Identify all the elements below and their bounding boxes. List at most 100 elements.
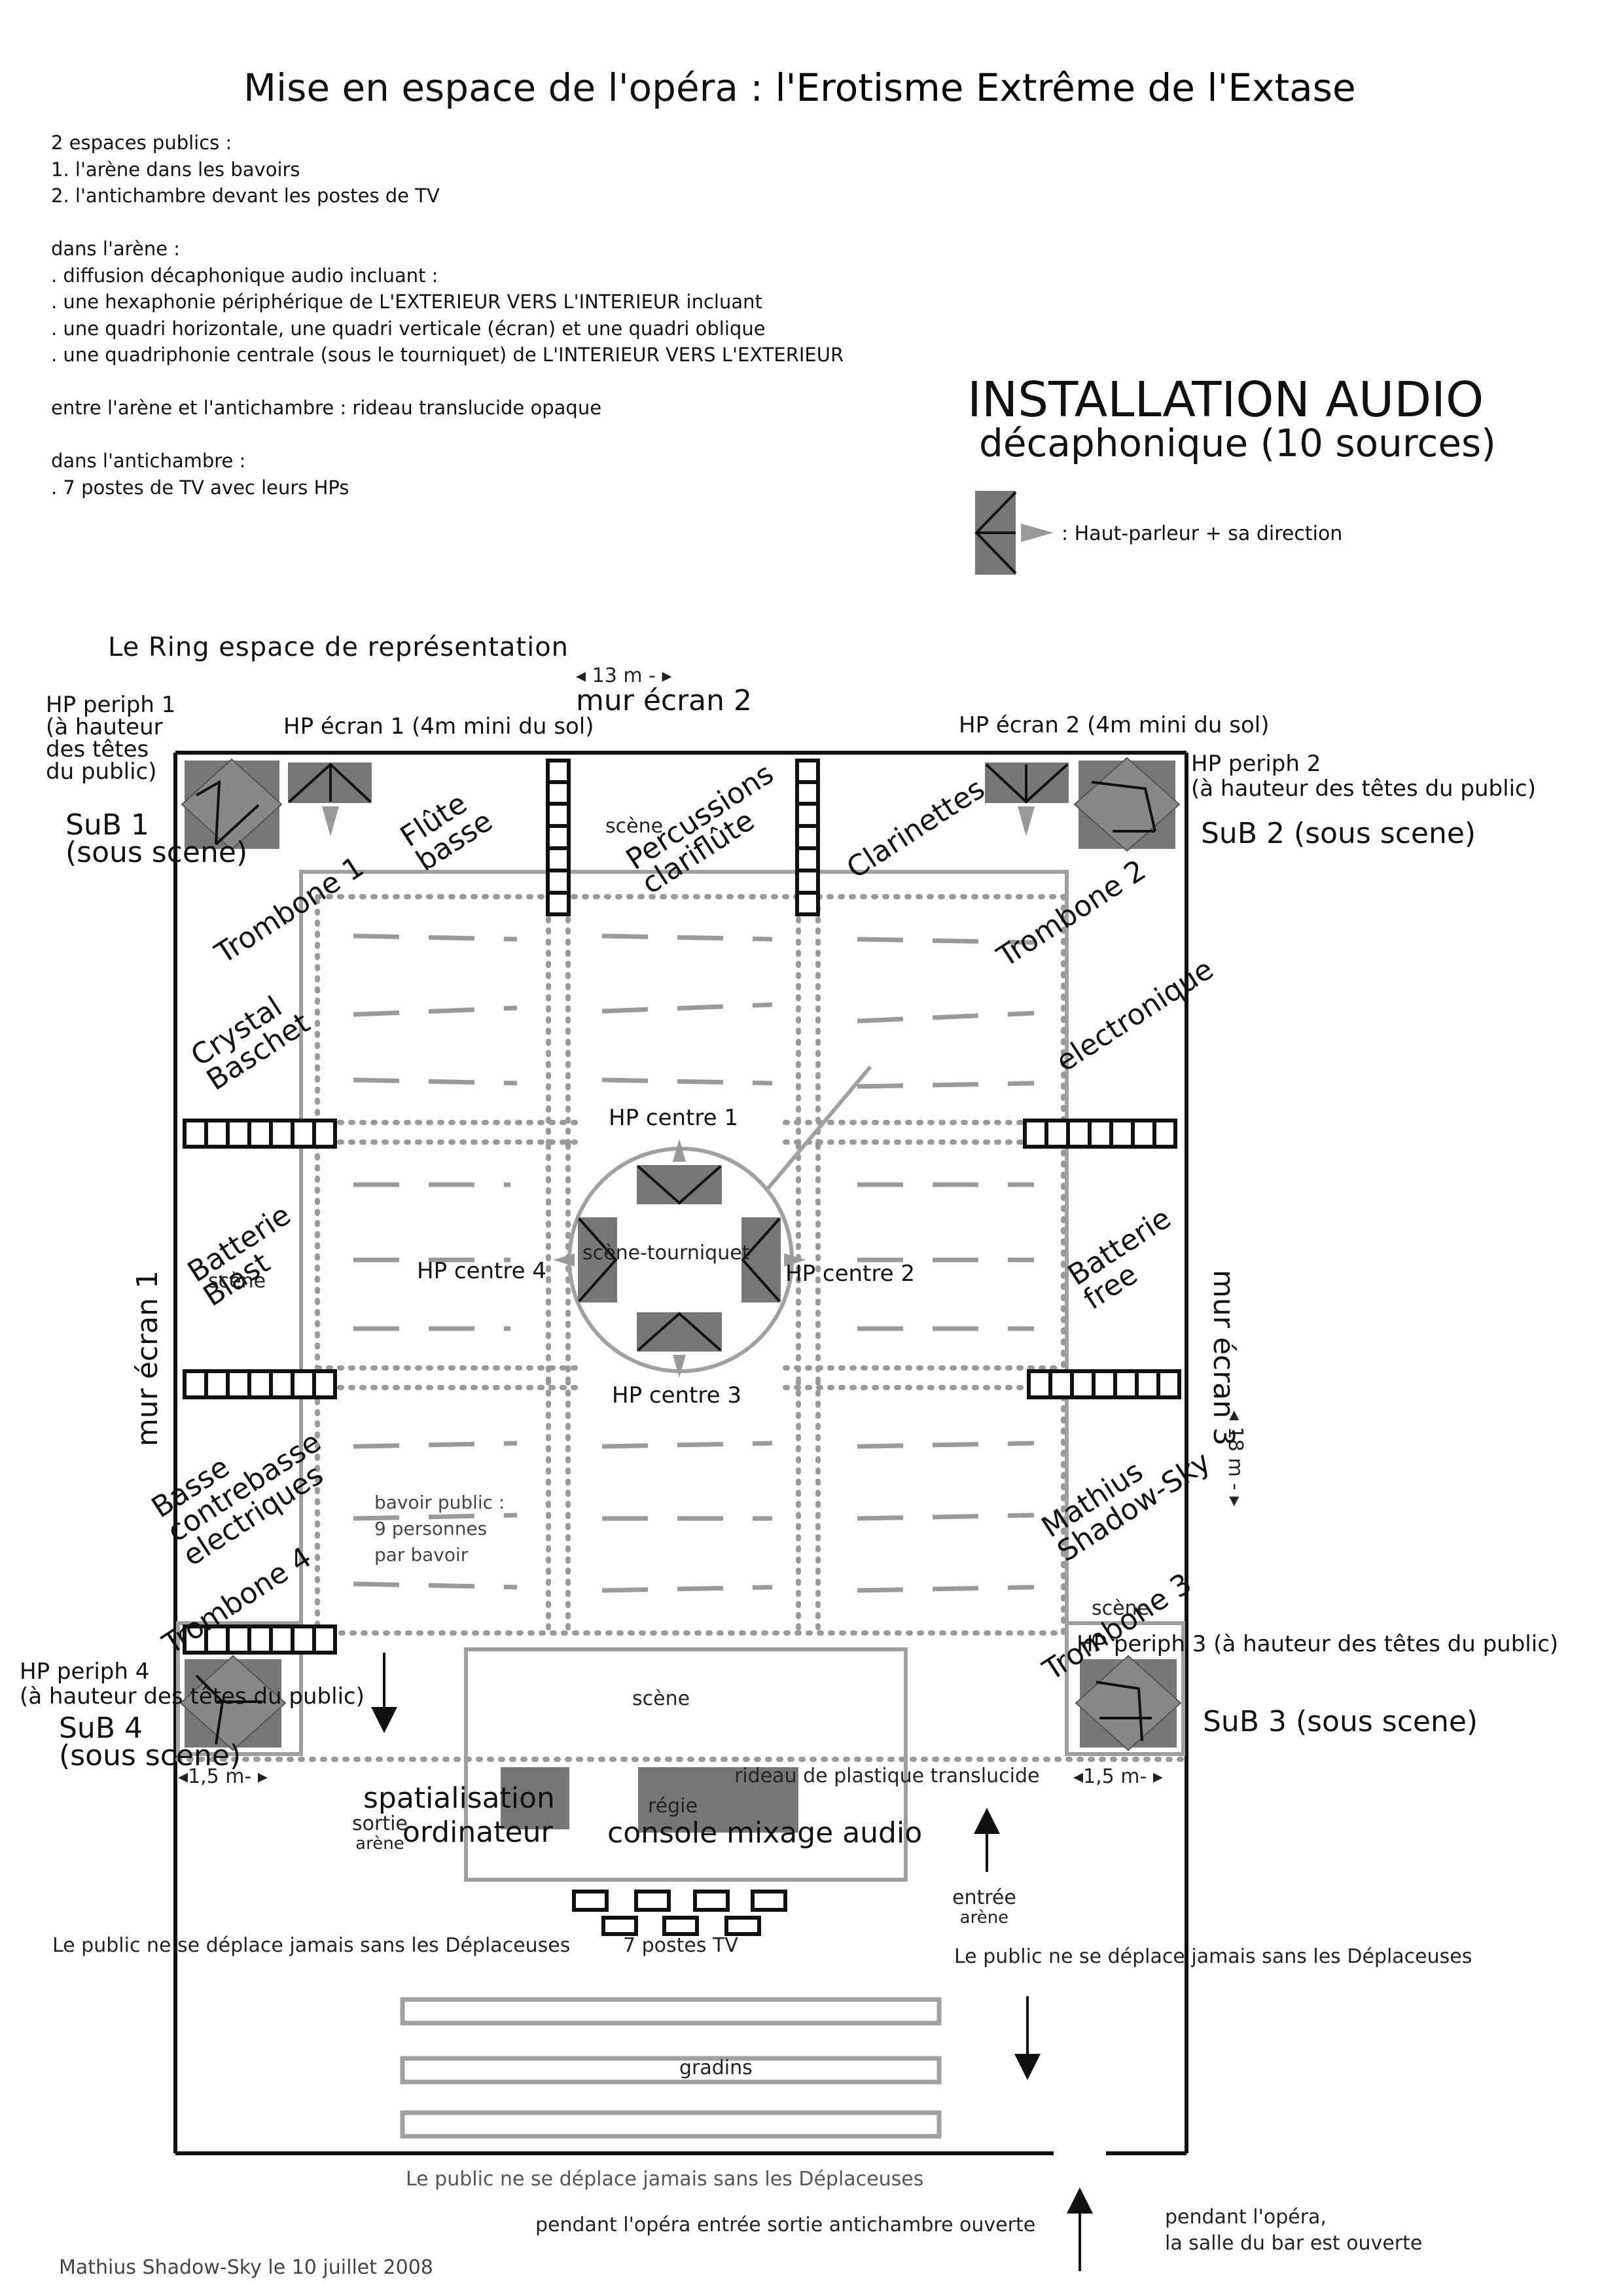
scene-left-label: scène [208, 1270, 266, 1293]
periph-speaker-3 [1075, 1655, 1182, 1751]
ecran-1-label: HP écran 1 (4m mini du sol) [283, 713, 594, 740]
wall-left-label: mur écran 1 [131, 1270, 164, 1446]
periph-1-line: (à hauteur [46, 714, 163, 740]
intro-line: . diffusion décaphonique audio incluant … [51, 264, 438, 287]
periph-1-line: du public) [46, 759, 157, 785]
bavoir-line: bavoir public : [374, 1492, 505, 1513]
dimension-top: ◂ 13 m - ▸ [576, 664, 672, 687]
spatialisation-label: spatialisation ordinateur [363, 1782, 555, 1850]
ecran-speaker-2 [985, 762, 1069, 836]
rideau-label: rideau de plastique translucide [734, 1765, 1040, 1787]
ring-boundary [176, 870, 1185, 1756]
dimension-bottom-right: ◂1,5 m- ▸ [1073, 1765, 1163, 1788]
intro-line: dans l'antichambre : [51, 450, 246, 472]
ecran-2-label: HP écran 2 (4m mini du sol) [959, 712, 1270, 738]
sub-4-label: SuB 4 (sous scene) [59, 1712, 241, 1772]
bavoir-grid [175, 894, 1186, 1762]
tourniquet-label: scène-tourniquet [582, 1242, 750, 1265]
intro-line: . une quadri horizontale, une quadri ver… [51, 317, 766, 340]
intro-line: 2. l'antichambre devant les postes de TV [51, 185, 440, 207]
intro-line [51, 209, 844, 236]
centre-3-label: HP centre 3 [612, 1382, 741, 1408]
sub-1-line: SuB 1 [65, 808, 149, 842]
dimension-bottom-right-value: 1,5 m- [1083, 1765, 1147, 1788]
tv-sets [572, 1890, 787, 1936]
scene-bottom-label: scène [632, 1687, 690, 1710]
scene-right-label: scène [1092, 1597, 1150, 1620]
sub-4-line: SuB 4 [59, 1712, 143, 1745]
sortie-line: arène [355, 1834, 404, 1854]
centre-4-label: HP centre 4 [417, 1258, 546, 1284]
sub-3-label: SuB 3 (sous scene) [1203, 1705, 1478, 1738]
sub-2-label: SuB 2 (sous scene) [1201, 817, 1476, 850]
legend-label: : Haut-parleur + sa direction [1061, 522, 1343, 545]
periph-2-line: HP periph 2 [1191, 751, 1321, 777]
dimension-top-value: 13 m - [592, 664, 656, 687]
scene-top-label: scène [605, 815, 664, 838]
public-note-bottom: Le public ne se déplace jamais sans les … [406, 2168, 924, 2191]
spatialisation-line: ordinateur [402, 1816, 553, 1849]
periph-speaker-4 [179, 1655, 287, 1751]
intro-line: 1. l'arène dans les bavoirs [51, 158, 300, 181]
periph-2-label: HP periph 2 (à hauteur des têtes du publ… [1191, 751, 1536, 801]
seat-rows [353, 933, 1035, 1593]
wall-right-label: mur écran 3 [1207, 1270, 1240, 1446]
intro-line [51, 368, 844, 395]
title-main: l'Erotisme Extrême de l'Extase [775, 65, 1356, 110]
public-note-left: Le public ne se déplace jamais sans les … [52, 1934, 571, 1957]
intro-line: dans l'arène : [51, 238, 181, 260]
sortie-line: sortie [352, 1812, 408, 1835]
intro-text: 2 espaces publics : 1. l'arène dans les … [51, 130, 844, 501]
periph-3-label: HP periph 3 (à hauteur des têtes du publ… [1077, 1631, 1559, 1657]
periph-1-label: HP periph 1 (à hauteur des têtes du publ… [46, 694, 175, 783]
centre-1-label: HP centre 1 [609, 1105, 738, 1131]
console-label: console mixage audio [607, 1816, 923, 1850]
intro-line [51, 422, 844, 448]
regie-area [464, 1647, 908, 1882]
sub-4-line: (sous scene) [59, 1739, 241, 1772]
sortie-label: sortie arène [352, 1814, 408, 1854]
page-title: Mise en espace de l'opéra : l'Erotisme E… [243, 65, 1356, 110]
room-walls [173, 751, 1188, 2155]
centre-speaker-1 [637, 1139, 722, 1205]
bar-note-line: pendant l'opéra, [1165, 2206, 1327, 2229]
centre-speaker-4 [553, 1217, 618, 1302]
bavoir-line: par bavoir [374, 1544, 469, 1566]
bar-note-line: la salle du bar est ouverte [1165, 2232, 1423, 2255]
periph-speaker-2 [1073, 757, 1181, 852]
intro-line: . une quadriphonie centrale (sous le tou… [51, 344, 844, 366]
installation-subtitle: décaphonique (10 sources) [979, 421, 1496, 465]
speaker-direction-icon [974, 491, 1054, 575]
gradins-benches [400, 1997, 942, 2139]
bavoir-line: 9 personnes [374, 1518, 488, 1539]
entree-line: arène [959, 1908, 1009, 1928]
regie-label: régie [648, 1795, 698, 1818]
ladder-trusses [183, 759, 1181, 1655]
signature: Mathius Shadow-Sky le 10 juillet 2008 [59, 2256, 433, 2279]
flow-arrows [371, 1653, 1093, 2271]
centre-2-label: HP centre 2 [785, 1261, 915, 1287]
sub-1-line: (sous scene) [65, 836, 248, 869]
gradins-label: gradins [679, 2056, 753, 2079]
intro-line: entre l'arène et l'antichambre : rideau … [51, 397, 602, 419]
wall-top-label: mur écran 2 [576, 684, 753, 717]
antichambre-note: pendant l'opéra entrée sortie antichambr… [535, 2214, 1036, 2236]
intro-line: . une hexaphonie périphérique de L'EXTER… [51, 291, 762, 313]
periph-4-label: HP periph 4 (à hauteur des têtes du publ… [20, 1659, 365, 1709]
periph-speaker-1 [181, 758, 283, 851]
periph-4-line: HP periph 4 [20, 1659, 150, 1685]
tv-label: 7 postes TV [623, 1934, 738, 1957]
bavoir-label: bavoir public : 9 personnes par bavoir [374, 1490, 505, 1568]
centre-speaker-3 [637, 1312, 722, 1378]
periph-1-line: des têtes [46, 736, 149, 762]
periph-4-line: (à hauteur des têtes du public) [20, 1683, 365, 1710]
ecran-speaker-1 [288, 762, 372, 836]
installation-title: INSTALLATION AUDIO [967, 372, 1484, 428]
entree-line: entrée [952, 1886, 1016, 1909]
sub-1-label: SuB 1 (sous scene) [65, 808, 248, 869]
periph-2-line: (à hauteur des têtes du public) [1191, 776, 1536, 802]
spatialisation-line: spatialisation [363, 1782, 555, 1815]
dimension-bottom-left: ◂1,5 m- ▸ [178, 1765, 268, 1788]
dimension-bottom-left-value: 1,5 m- [188, 1765, 252, 1788]
